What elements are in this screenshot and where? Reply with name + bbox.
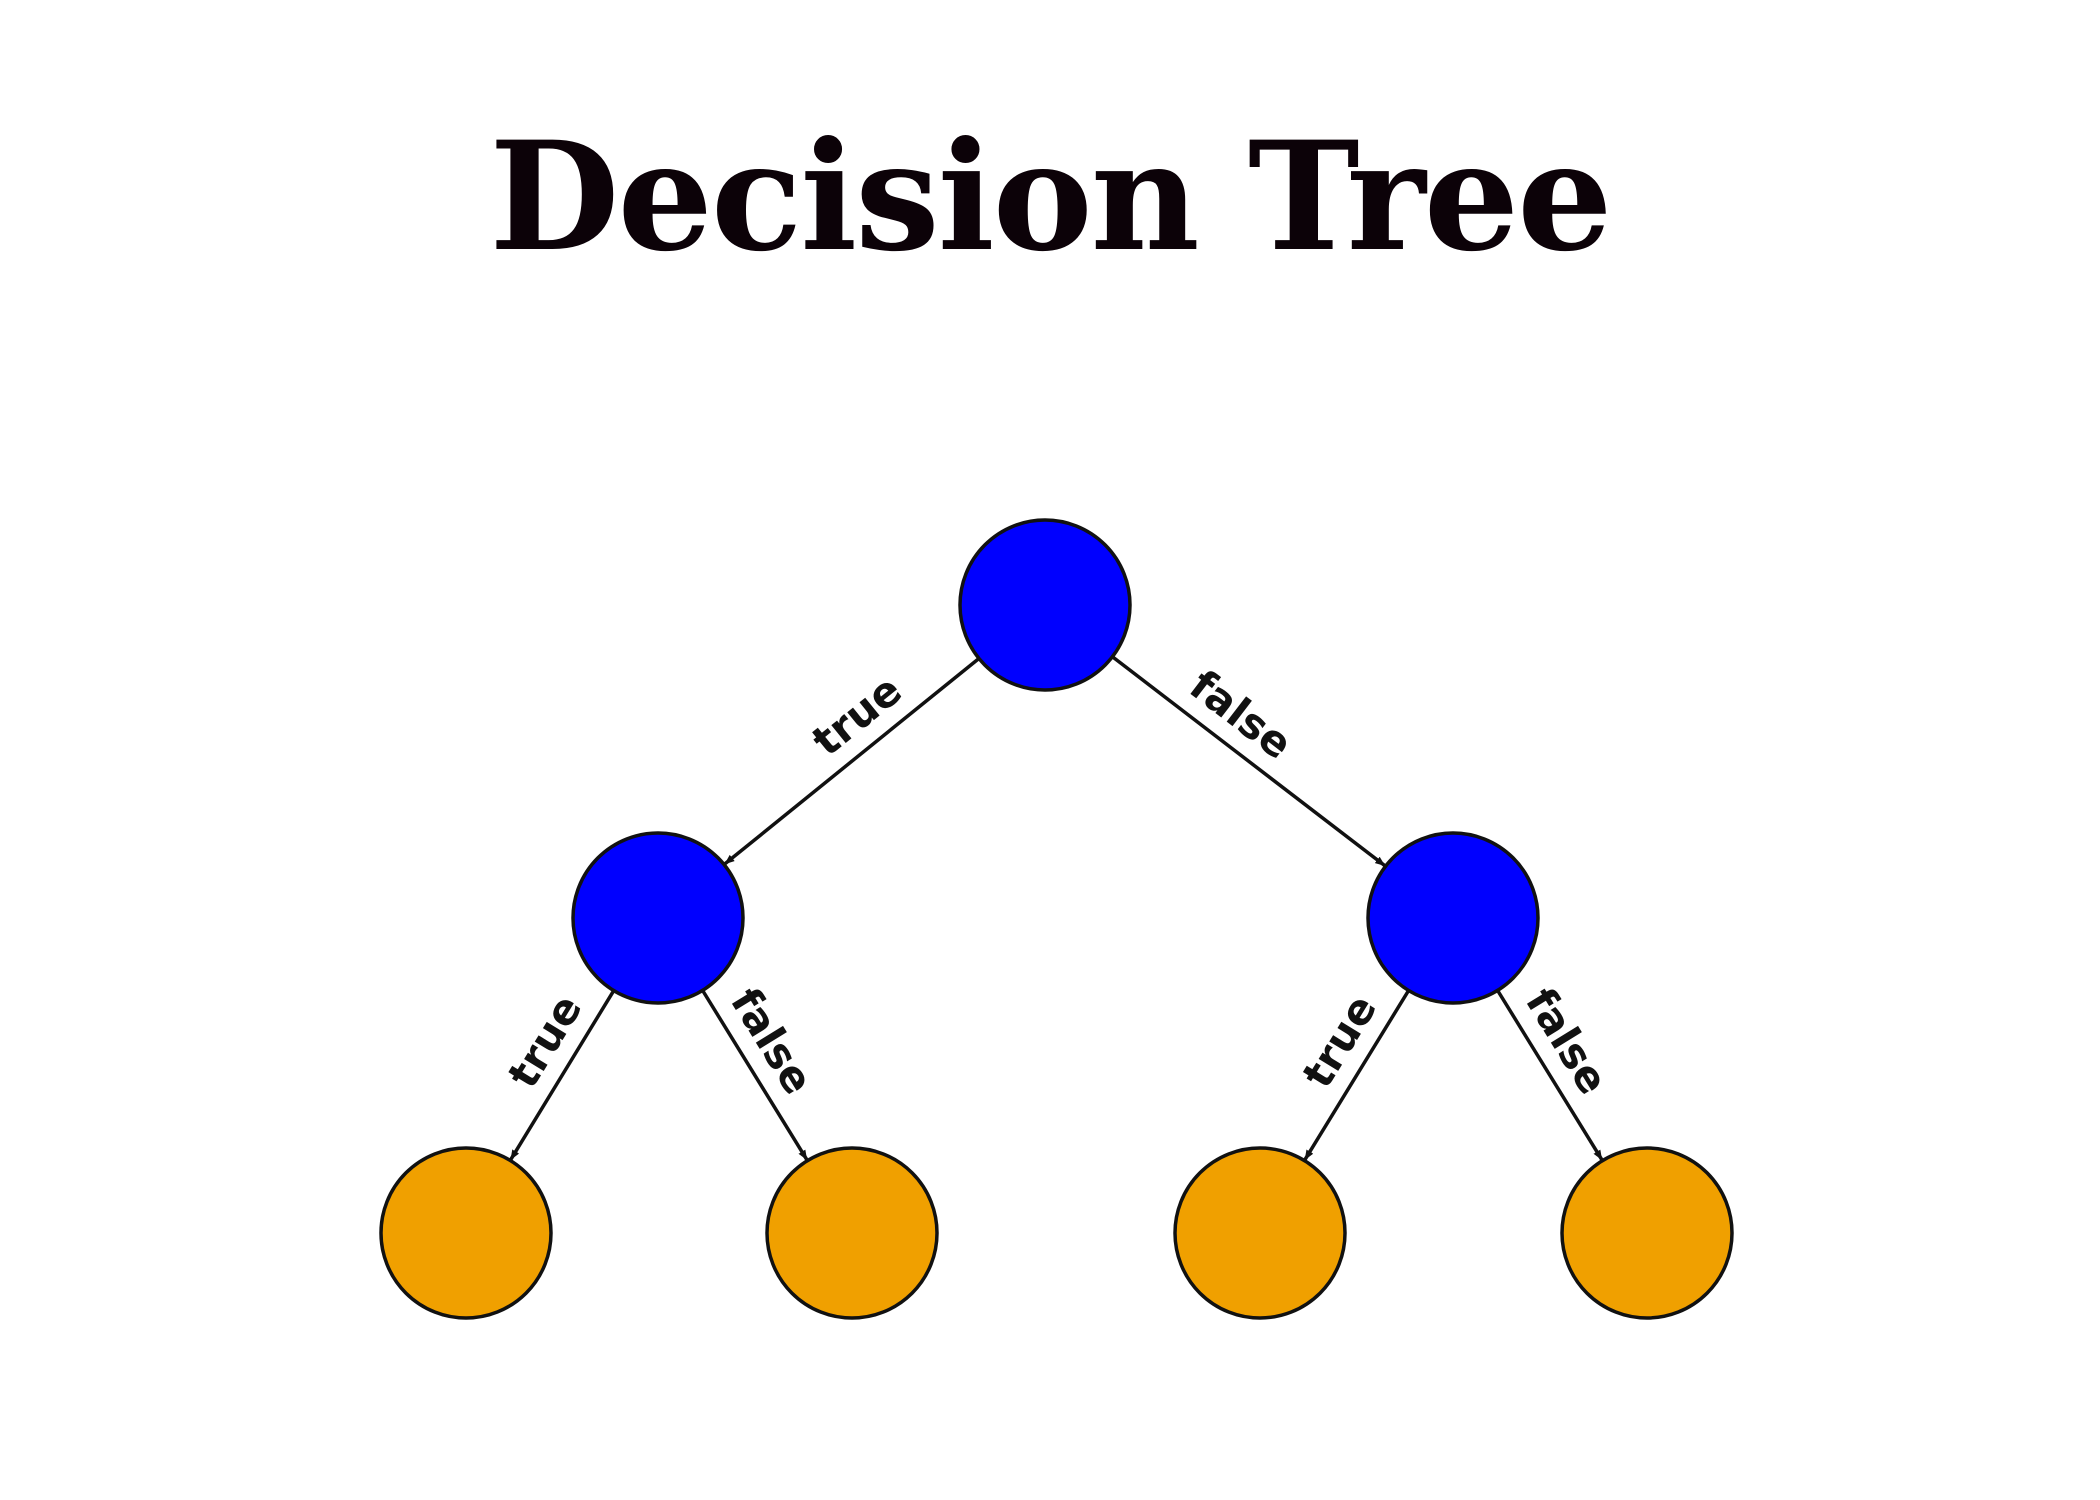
edge-label-false: false (1516, 979, 1618, 1102)
leaf-node-leaf-4 (1560, 1146, 1734, 1320)
edge-arrow-left-to-leaf-1 (509, 989, 616, 1161)
decision-node-left (571, 831, 745, 1005)
leaf-node-leaf-1 (379, 1146, 553, 1320)
edge-arrow-root-to-left (723, 657, 981, 866)
edge-label-false: false (721, 979, 823, 1102)
decision-node-root (958, 518, 1132, 692)
edge-arrow-right-to-leaf-3 (1303, 989, 1411, 1161)
edge-label-true: true (1293, 986, 1387, 1096)
edge-arrow-root-to-right (1111, 655, 1386, 868)
leaf-node-leaf-3 (1173, 1146, 1347, 1320)
edge-label-true: true (498, 986, 591, 1096)
decision-node-right (1366, 831, 1540, 1005)
edges-layer (509, 655, 1604, 1161)
edge-arrow-left-to-leaf-2 (701, 989, 809, 1161)
diagram-title: Decision Tree (489, 109, 1612, 285)
edge-arrow-right-to-leaf-4 (1496, 989, 1604, 1161)
edge-label-true: true (803, 665, 911, 765)
leaf-node-leaf-2 (765, 1146, 939, 1320)
nodes-layer (379, 518, 1734, 1320)
edge-label-false: false (1181, 660, 1302, 769)
